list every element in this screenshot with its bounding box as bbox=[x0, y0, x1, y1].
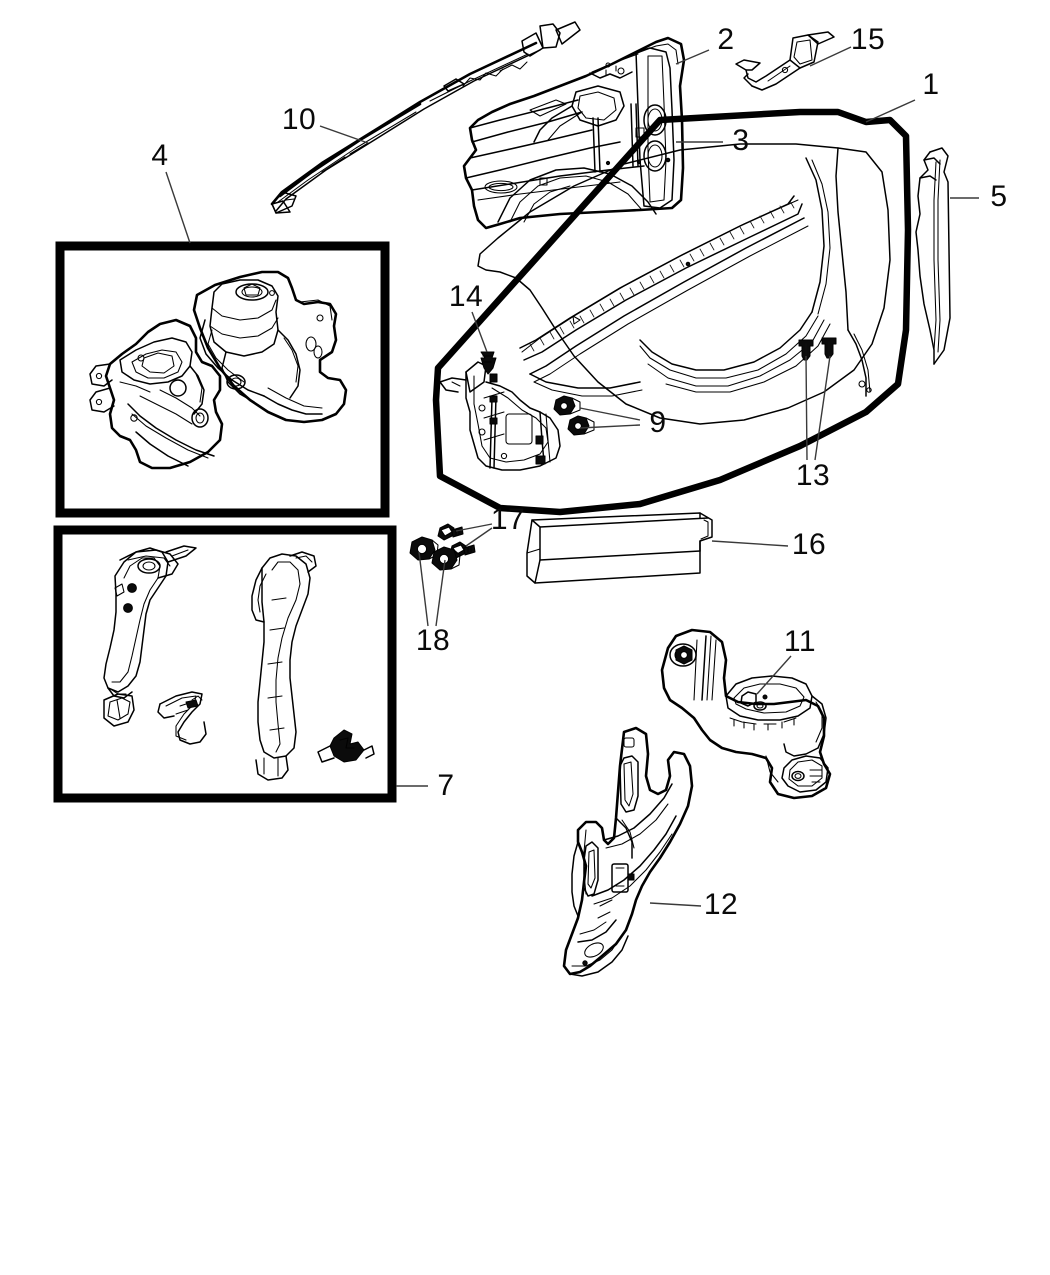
part-11-hinge-mounting-bracket[interactable] bbox=[660, 628, 832, 800]
nut-9a[interactable] bbox=[553, 395, 581, 416]
callout-2[interactable]: 2 bbox=[675, 23, 735, 65]
a-pillar-reinforcement[interactable] bbox=[251, 551, 317, 781]
callout-number-14: 14 bbox=[449, 280, 483, 313]
part-14-push-pin-retainer[interactable] bbox=[480, 351, 497, 375]
part-12-a-pillar-lower-reinforcement[interactable] bbox=[562, 726, 694, 977]
callout-number-10: 10 bbox=[282, 103, 316, 136]
callout-leader-line bbox=[579, 407, 641, 429]
rail-extension[interactable] bbox=[157, 691, 207, 745]
callout-10[interactable]: 10 bbox=[282, 103, 369, 144]
callout-leader-line bbox=[319, 125, 369, 144]
callout-leader-line bbox=[455, 523, 493, 547]
callout-number-16: 16 bbox=[792, 528, 826, 561]
callout-number-13: 13 bbox=[796, 459, 830, 492]
callout-number-3: 3 bbox=[732, 124, 749, 157]
shock-tower-right[interactable] bbox=[192, 270, 348, 424]
callout-18[interactable]: 18 bbox=[416, 551, 450, 657]
part-1-fender-panel-outline[interactable] bbox=[432, 108, 912, 516]
callout-number-11: 11 bbox=[784, 625, 816, 658]
inset-7-reinforcement-brackets[interactable] bbox=[53, 525, 397, 803]
inset-4-shock-tower-assembly[interactable] bbox=[55, 241, 390, 518]
callout-number-5: 5 bbox=[990, 180, 1007, 213]
callout-leader-line bbox=[756, 655, 792, 695]
callout-7[interactable]: 7 bbox=[396, 769, 455, 802]
callout-leader-line bbox=[649, 902, 702, 907]
callout-12[interactable]: 12 bbox=[649, 888, 738, 921]
bolt-17a[interactable] bbox=[437, 523, 464, 541]
part-13-fender-retaining-clips[interactable] bbox=[798, 337, 837, 361]
part-16-fender-silencer-foam-bar[interactable] bbox=[526, 512, 713, 584]
callout-number-17: 17 bbox=[491, 503, 525, 536]
part-15-fender-support-bracket[interactable] bbox=[735, 31, 835, 91]
callout-11[interactable]: 11 bbox=[756, 625, 816, 695]
callout-leader-line bbox=[675, 49, 710, 65]
callout-5[interactable]: 5 bbox=[950, 180, 1008, 213]
part-5-fender-closeout-panel[interactable] bbox=[915, 147, 951, 365]
clip-13a[interactable] bbox=[798, 339, 814, 361]
callout-number-9: 9 bbox=[649, 406, 666, 439]
small-corner-bracket[interactable] bbox=[317, 729, 375, 763]
callout-number-2: 2 bbox=[717, 23, 734, 56]
callout-17[interactable]: 17 bbox=[455, 503, 525, 547]
callout-number-7: 7 bbox=[437, 769, 454, 802]
nut-18b[interactable] bbox=[431, 546, 461, 571]
callout-number-4: 4 bbox=[151, 139, 168, 172]
part-10-upper-side-rail[interactable] bbox=[270, 21, 581, 214]
callout-number-12: 12 bbox=[704, 888, 738, 921]
nut-9b[interactable] bbox=[567, 415, 595, 436]
callout-15[interactable]: 15 bbox=[809, 23, 885, 67]
callout-number-18: 18 bbox=[416, 624, 450, 657]
callout-1[interactable]: 1 bbox=[865, 68, 940, 123]
callout-13[interactable]: 13 bbox=[796, 355, 831, 492]
callout-9[interactable]: 9 bbox=[579, 406, 667, 439]
callout-leader-line bbox=[418, 551, 446, 627]
callout-16[interactable]: 16 bbox=[711, 528, 826, 561]
callout-leader-line bbox=[165, 171, 191, 244]
clip-13b[interactable] bbox=[821, 337, 837, 359]
part-18-flange-nuts[interactable] bbox=[409, 536, 461, 571]
callout-leader-line bbox=[809, 46, 852, 67]
hood-ridge-hatching bbox=[529, 200, 795, 352]
shock-tower-left[interactable] bbox=[89, 318, 224, 470]
callout-leader-line bbox=[865, 99, 916, 123]
callout-3[interactable]: 3 bbox=[676, 124, 750, 157]
small-clip-bracket[interactable] bbox=[103, 693, 135, 727]
callout-number-15: 15 bbox=[851, 23, 885, 56]
callout-leader-line bbox=[805, 355, 831, 461]
callout-leader-line bbox=[711, 540, 789, 547]
inner-fender-mount-bracket[interactable] bbox=[439, 361, 561, 471]
part-9-fender-mounting-nuts[interactable] bbox=[553, 395, 595, 436]
callout-leader-line bbox=[471, 311, 488, 353]
fender-outer-panel-body[interactable] bbox=[477, 143, 891, 425]
callout-number-1: 1 bbox=[922, 68, 939, 101]
callout-14[interactable]: 14 bbox=[449, 280, 488, 353]
callout-4[interactable]: 4 bbox=[151, 139, 191, 244]
